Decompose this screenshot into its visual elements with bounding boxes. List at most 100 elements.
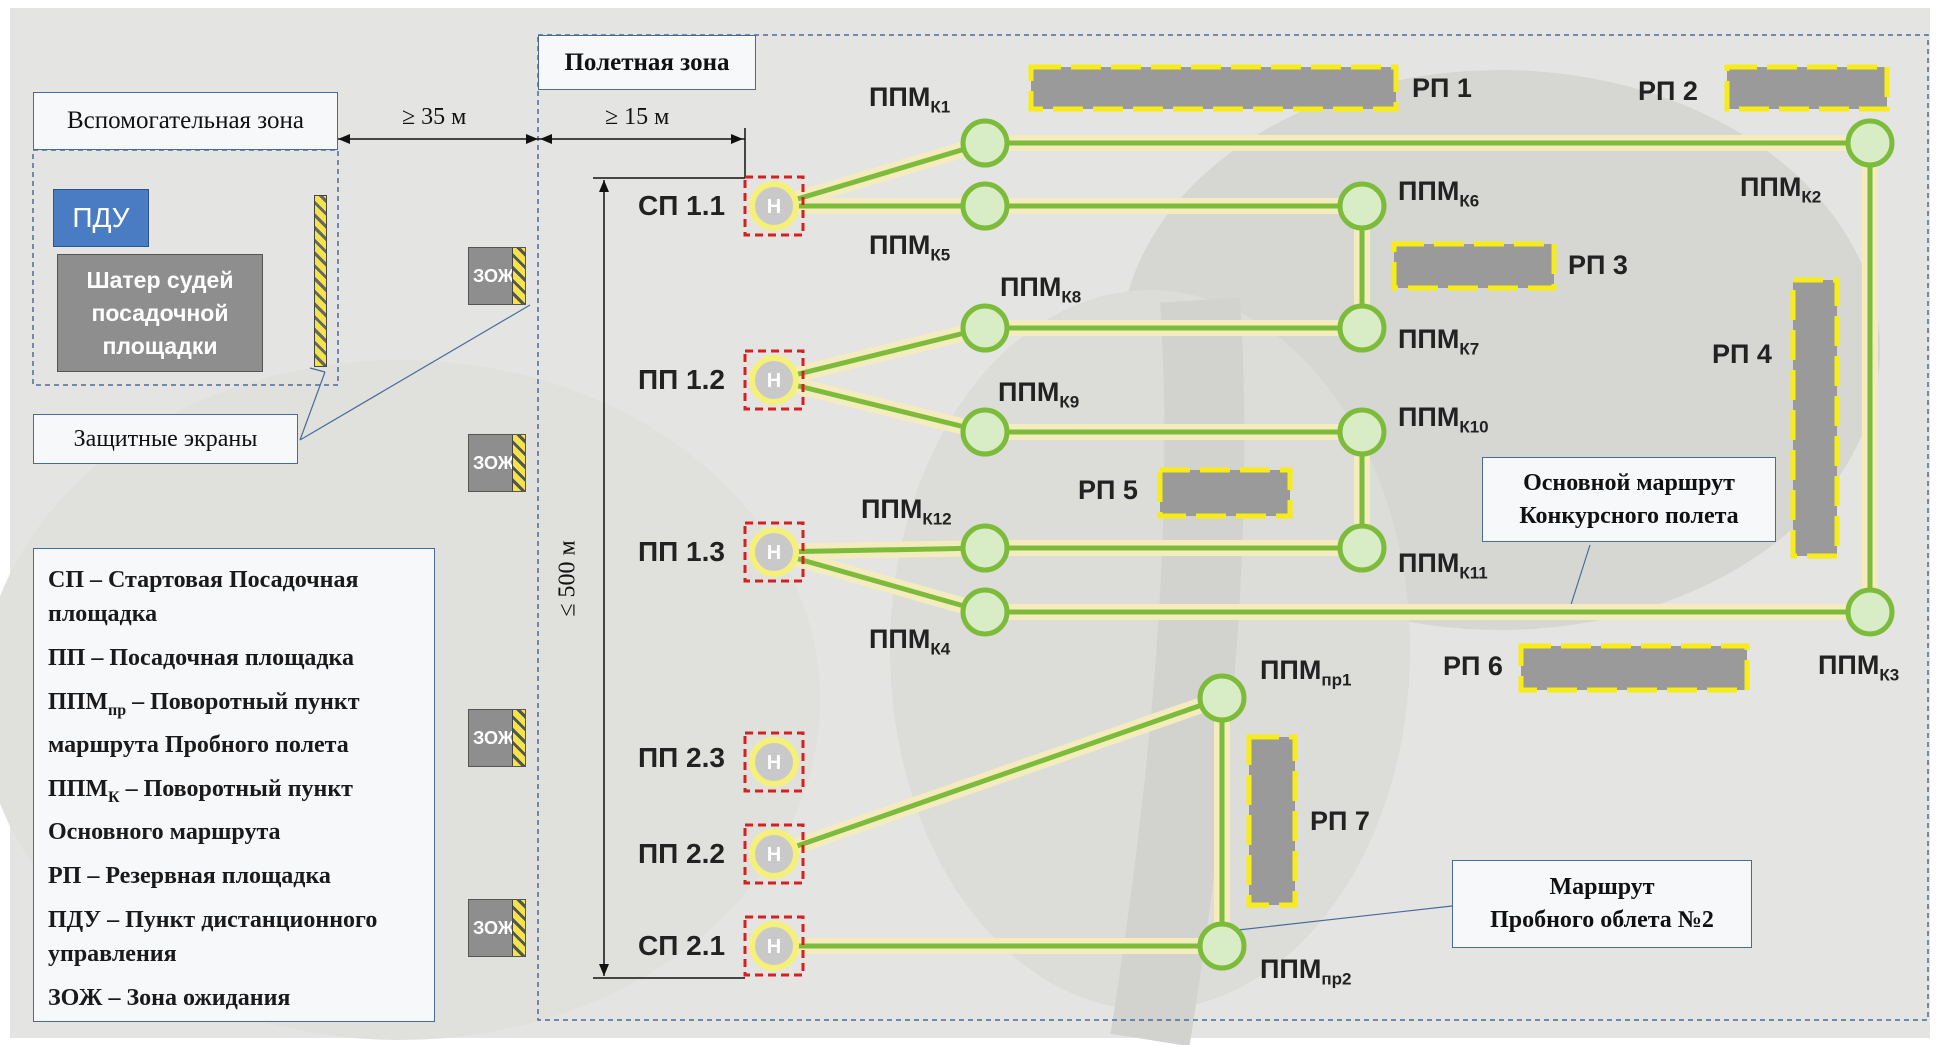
pad-h-letter: H xyxy=(767,196,781,218)
ppm-k3-node xyxy=(1845,587,1895,637)
aux-zone-label: Вспомогательная зона xyxy=(66,107,305,134)
label-ppm-k10: ППМК10 xyxy=(1398,402,1489,437)
ppm-k11-node xyxy=(1337,523,1387,573)
ppm-k7-node xyxy=(1337,303,1387,353)
zoj-label-4: ЗОЖ xyxy=(473,917,515,938)
label-rp7: РП 7 xyxy=(1310,806,1370,836)
label-rp2: РП 2 xyxy=(1638,76,1698,106)
ppm-k4-node xyxy=(960,587,1010,637)
rp5-pad xyxy=(1157,467,1293,519)
label-ppm-k12: ППМК12 xyxy=(861,494,952,529)
screens-callout: Защитные экраны xyxy=(33,414,298,464)
ppm-k9-node xyxy=(960,407,1010,457)
main-route-callout: Основной маршрут Конкурсного полета xyxy=(1482,457,1776,542)
pad-h-letter: H xyxy=(767,844,781,866)
pad-h-letter: H xyxy=(767,936,781,958)
legend-sp: СП – Стартовая Посадочная площадка xyxy=(48,567,359,627)
rp6-pad xyxy=(1518,643,1750,693)
label-rp5: РП 5 xyxy=(1078,475,1138,505)
ppm-k2-node xyxy=(1845,118,1895,168)
legend-zoj: ЗОЖ – Зона ожидания xyxy=(48,984,291,1011)
label-sp21: СП 2.1 xyxy=(638,930,726,961)
zoj-label-1: ЗОЖ xyxy=(473,265,515,286)
rp3-pad xyxy=(1391,241,1557,291)
pdu-block: ПДУ xyxy=(53,189,149,247)
label-rp1: РП 1 xyxy=(1412,73,1472,103)
aux-zone-title: Вспомогательная зона xyxy=(33,92,338,150)
main-route-line1: Основной маршрут xyxy=(1523,469,1735,496)
label-ppm-k6: ППМК6 xyxy=(1398,176,1480,211)
legend-rp: РП – Резервная площадка xyxy=(48,862,331,889)
label-ppm-k9: ППМК9 xyxy=(998,377,1080,412)
flight-zone-title: Полетная зона xyxy=(538,35,756,90)
label-pp22: ПП 2.2 xyxy=(638,838,725,869)
rp2-pad xyxy=(1724,64,1890,112)
tent-label: Шатер судей посадочной площадки xyxy=(86,266,234,359)
label-ppm-pr2: ППМпр2 xyxy=(1260,954,1352,989)
legend-ppmpr: ППМпр – Поворотный пункт маршрута Пробно… xyxy=(48,689,360,758)
label-ppm-k1: ППМК1 xyxy=(869,82,951,117)
label-pp12: ПП 1.2 xyxy=(638,364,725,395)
label-ppm-k3: ППМК3 xyxy=(1818,650,1900,685)
label-sp11: СП 1.1 xyxy=(638,190,726,221)
label-ppm-k8: ППМК8 xyxy=(1000,272,1082,307)
ppm-k6-node xyxy=(1337,181,1387,231)
legend-pp: ПП – Посадочная площадка xyxy=(48,645,354,671)
zoj-label-2: ЗОЖ xyxy=(473,452,515,473)
label-ppm-k4: ППМК4 xyxy=(869,624,951,659)
ppm-pr2-node xyxy=(1197,921,1247,971)
ppm-k8-node xyxy=(960,303,1010,353)
test-route-line2: Пробного облета №2 xyxy=(1490,907,1714,933)
ppm-k10-node xyxy=(1337,407,1387,457)
label-ppm-k7: ППМК7 xyxy=(1398,324,1480,359)
label-rp6: РП 6 xyxy=(1443,651,1503,681)
legend-pdu: ПДУ – Пункт дистанционного управления xyxy=(48,906,378,967)
pdu-label: ПДУ xyxy=(72,202,130,233)
label-pp13: ПП 1.3 xyxy=(638,536,725,567)
zoj-label-3: ЗОЖ xyxy=(473,727,515,748)
pad-h-letter: H xyxy=(767,370,781,392)
pad-pp23: H xyxy=(743,731,805,793)
rp7-pad xyxy=(1246,734,1298,908)
label-rp3: РП 3 xyxy=(1568,250,1628,280)
zoj-block-1: ЗОЖ xyxy=(468,247,526,305)
label-ppm-pr1: ППМпр1 xyxy=(1260,655,1352,690)
main-route-line2: Конкурсного полета xyxy=(1519,502,1739,529)
ppm-k12-node xyxy=(960,523,1010,573)
pad-pp13: H xyxy=(743,521,805,583)
screens-label: Защитные экраны xyxy=(73,425,258,452)
label-pp23: ПП 2.3 xyxy=(638,742,725,773)
ppm-k5-node xyxy=(960,181,1010,231)
legend-ppmk: ППМК – Поворотный пункт Основного маршру… xyxy=(48,775,353,845)
pad-pp22: H xyxy=(743,823,805,885)
ppm-k1-node xyxy=(960,118,1010,168)
dim-500m: ≤ 500 м xyxy=(554,540,581,617)
zoj-block-4: ЗОЖ xyxy=(468,899,526,957)
dim-35m: ≥ 35 м xyxy=(402,104,467,130)
dim-15m: ≥ 15 м xyxy=(605,104,670,130)
protective-screen-aux xyxy=(314,195,327,367)
judges-tent: Шатер судей посадочной площадки xyxy=(57,254,263,372)
label-rp4: РП 4 xyxy=(1712,339,1772,369)
label-ppm-k5: ППМК5 xyxy=(869,230,951,265)
pad-h-letter: H xyxy=(767,542,781,564)
zoj-block-2: ЗОЖ xyxy=(468,434,526,492)
test-route-callout: Маршрут Пробного облета №2 xyxy=(1452,860,1752,948)
ppm-pr1-node xyxy=(1197,673,1247,723)
rp4-pad xyxy=(1790,277,1840,559)
flight-zone-label: Полетная зона xyxy=(564,48,730,76)
pad-sp21: H xyxy=(743,915,805,977)
zoj-block-3: ЗОЖ xyxy=(468,709,526,767)
pad-sp11: H xyxy=(743,175,805,237)
label-ppm-k2: ППМК2 xyxy=(1740,172,1822,207)
rp1-pad xyxy=(1028,64,1399,112)
legend-box: СП – Стартовая Посадочная площадка ПП – … xyxy=(33,548,435,1022)
pad-h-letter: H xyxy=(767,752,781,774)
pad-pp12: H xyxy=(743,349,805,411)
label-ppm-k11: ППМК11 xyxy=(1398,548,1488,583)
